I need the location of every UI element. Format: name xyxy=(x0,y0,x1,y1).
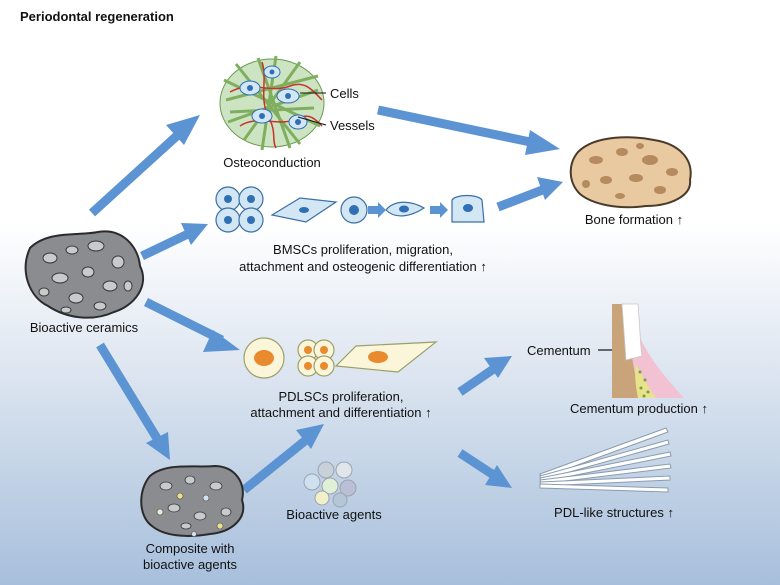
bmsc-label-line1: BMSCs proliferation, migration, xyxy=(273,242,453,257)
cementum-production-label: Cementum production ↑ xyxy=(569,401,709,416)
arrow-ceramics-to-composite xyxy=(96,342,170,460)
pdl-like-structures-label: PDL-like structures ↑ xyxy=(554,505,674,520)
osteoconduction-label: Osteoconduction xyxy=(223,155,321,170)
bmsc-label-line2: attachment and osteogenic differentiatio… xyxy=(239,259,487,274)
cementum-illustration xyxy=(598,303,684,398)
bioactive-ceramics-label: Bioactive ceramics xyxy=(29,320,139,335)
flow-arrows xyxy=(88,105,563,494)
bmsc-cell-sequence xyxy=(215,186,485,233)
composite-label-line1: Composite with xyxy=(145,541,235,556)
arrow-bmsc-to-bone xyxy=(496,177,563,212)
composite-illustration xyxy=(140,464,245,537)
bone-formation-label: Bone formation ↑ xyxy=(584,212,684,227)
bioactive-agents-illustration xyxy=(303,461,357,508)
pdlsc-cells xyxy=(243,337,438,379)
arrow-pdlsc-to-cementum xyxy=(457,356,512,396)
bioactive-ceramics-illustration xyxy=(24,230,145,319)
pdlsc-label-line2: attachment and differentiation ↑ xyxy=(250,405,432,420)
arrow-ceramics-to-osteoconduction xyxy=(88,115,200,217)
pdlsc-label-line1: PDLSCs proliferation, xyxy=(278,389,404,404)
osteoconduction-illustration xyxy=(219,55,327,151)
vessels-label: Vessels xyxy=(330,118,375,133)
vessels-leader-line xyxy=(297,116,327,126)
bone-illustration xyxy=(569,136,692,209)
arrow-ceramics-to-bmsc xyxy=(140,223,208,261)
arrow-osteoconduction-to-bone xyxy=(377,105,560,155)
arrow-ceramics-to-pdlsc xyxy=(143,297,240,352)
pdl-like-fibers-illustration xyxy=(539,427,672,493)
cementum-label: Cementum xyxy=(527,343,591,358)
arrow-composite-to-pdlsc xyxy=(241,424,324,494)
figure-title: Periodontal regeneration xyxy=(20,9,174,24)
composite-label-line2: bioactive agents xyxy=(143,557,237,572)
arrow-pdlsc-to-pdl xyxy=(457,449,512,488)
bioactive-agents-label: Bioactive agents xyxy=(286,507,382,522)
cells-label: Cells xyxy=(330,86,359,101)
